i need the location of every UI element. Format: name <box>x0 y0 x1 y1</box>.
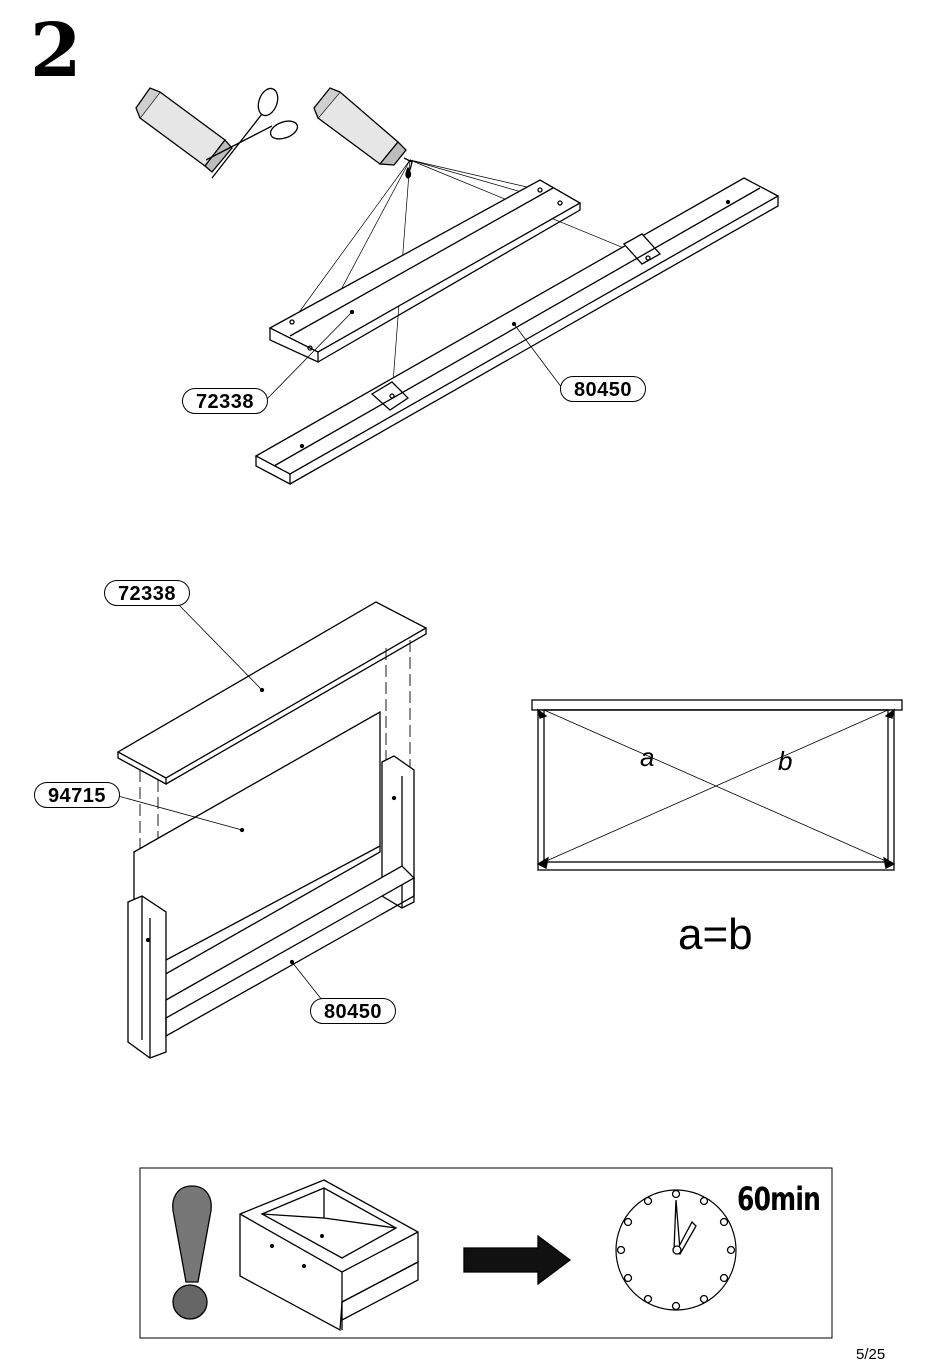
part-label-72338-middle: 72338 <box>104 580 190 606</box>
part-label-94715: 94715 <box>34 782 120 808</box>
part-label-80450-middle: 80450 <box>310 998 396 1024</box>
diagonal-equation: a=b <box>678 910 753 960</box>
drawer-icon <box>240 1180 418 1330</box>
drying-notice-box <box>140 1168 832 1338</box>
part-label-80450-top: 80450 <box>560 376 646 402</box>
clock-icon <box>616 1190 736 1310</box>
diagonal-label-a: a <box>640 742 654 773</box>
diagonal-check-diagram <box>532 700 902 870</box>
glue-tube-cut-icon <box>136 86 300 178</box>
warning-exclamation-icon <box>173 1186 211 1319</box>
arrow-right-icon <box>464 1236 570 1284</box>
glue-tube-icon <box>314 88 412 178</box>
page-number: 5/25 <box>856 1346 885 1363</box>
part-label-72338-top: 72338 <box>182 388 268 414</box>
diagonal-label-b: b <box>778 746 792 777</box>
frame-assembly <box>118 602 426 1058</box>
step-number: 2 <box>30 14 82 88</box>
drying-duration: 60min <box>737 1180 820 1218</box>
